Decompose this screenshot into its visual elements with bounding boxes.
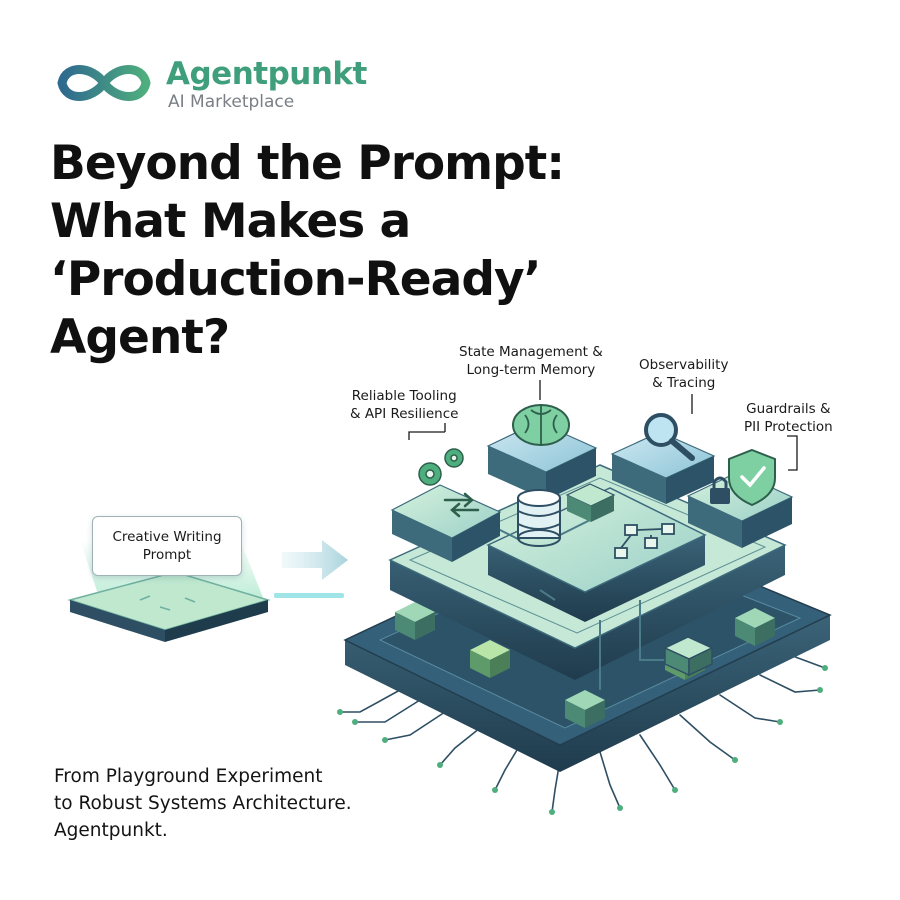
status-box xyxy=(663,636,714,677)
label-observability: Observability & Tracing xyxy=(639,357,729,391)
database-icon xyxy=(517,489,561,547)
label-leaders xyxy=(408,380,798,471)
prompt-card: Creative Writing Prompt xyxy=(92,516,242,576)
label-state-management: State Management & Long-term Memory xyxy=(459,344,603,378)
tagline-line-3: Agentpunkt. xyxy=(54,820,168,841)
page-title: Beyond the Prompt: What Makes a ‘Product… xyxy=(50,135,670,367)
brain-icon xyxy=(512,404,570,446)
observability-module xyxy=(610,431,716,504)
prompt-card-line-2: Prompt xyxy=(142,547,192,563)
tooling-module xyxy=(390,484,502,562)
title-line-2: What Makes a xyxy=(50,194,411,249)
brand-logo: Agentpunkt AI Marketplace xyxy=(52,52,372,116)
flowchart-icon xyxy=(614,523,675,559)
transition-arrow xyxy=(274,540,348,598)
brand-subtitle: AI Marketplace xyxy=(168,92,295,112)
title-line-1: Beyond the Prompt: xyxy=(50,136,565,191)
tagline-line-1: From Playground Experiment xyxy=(54,766,323,787)
tagline: From Playground Experiment to Robust Sys… xyxy=(54,763,352,844)
label-reliable-tooling: Reliable Tooling & API Resilience xyxy=(350,388,459,422)
brand-name: Agentpunkt xyxy=(166,56,367,92)
gears-icon xyxy=(418,448,464,486)
trace-dots xyxy=(337,665,828,815)
magnifier-icon xyxy=(644,413,695,461)
lock-icon xyxy=(710,476,730,504)
memory-module xyxy=(486,421,598,500)
shield-check-icon xyxy=(728,448,776,507)
title-line-3: ‘Production-Ready’ xyxy=(50,252,542,307)
title-line-4: Agent? xyxy=(50,310,230,365)
platform-cube xyxy=(565,483,616,522)
prompt-card-line-1: Creative Writing xyxy=(112,529,222,545)
infinity-icon xyxy=(57,65,151,101)
tagline-line-2: to Robust Systems Architecture. xyxy=(54,793,352,814)
arrows-icon xyxy=(443,492,480,518)
label-guardrails: Guardrails & PII Protection xyxy=(744,401,833,435)
